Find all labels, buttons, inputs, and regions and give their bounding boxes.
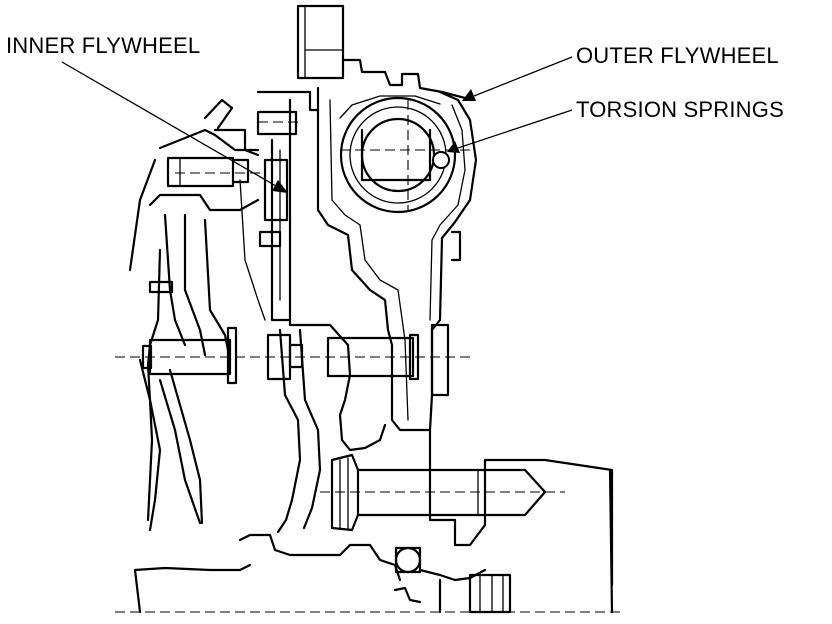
leader-inner-flywheel — [61, 61, 288, 193]
inner-flywheel-label: INNER FLYWHEEL — [6, 33, 201, 58]
lower-bolt — [330, 453, 547, 532]
leader-torsion-springs — [447, 109, 573, 153]
outer-flywheel-label: OUTER FLYWHEEL — [576, 43, 779, 68]
center-lines — [115, 100, 625, 613]
leader-outer-flywheel — [462, 56, 573, 101]
outer-flywheel — [316, 86, 478, 432]
crankshaft-flange — [133, 428, 614, 614]
rivet-assembly — [141, 326, 420, 385]
inner-flywheel — [256, 90, 387, 534]
top-housing — [296, 4, 467, 100]
torsion-springs-label: TORSION SPRINGS — [576, 97, 784, 122]
torsion-spring-housing — [339, 95, 457, 214]
clutch-disc-stack — [128, 98, 266, 532]
